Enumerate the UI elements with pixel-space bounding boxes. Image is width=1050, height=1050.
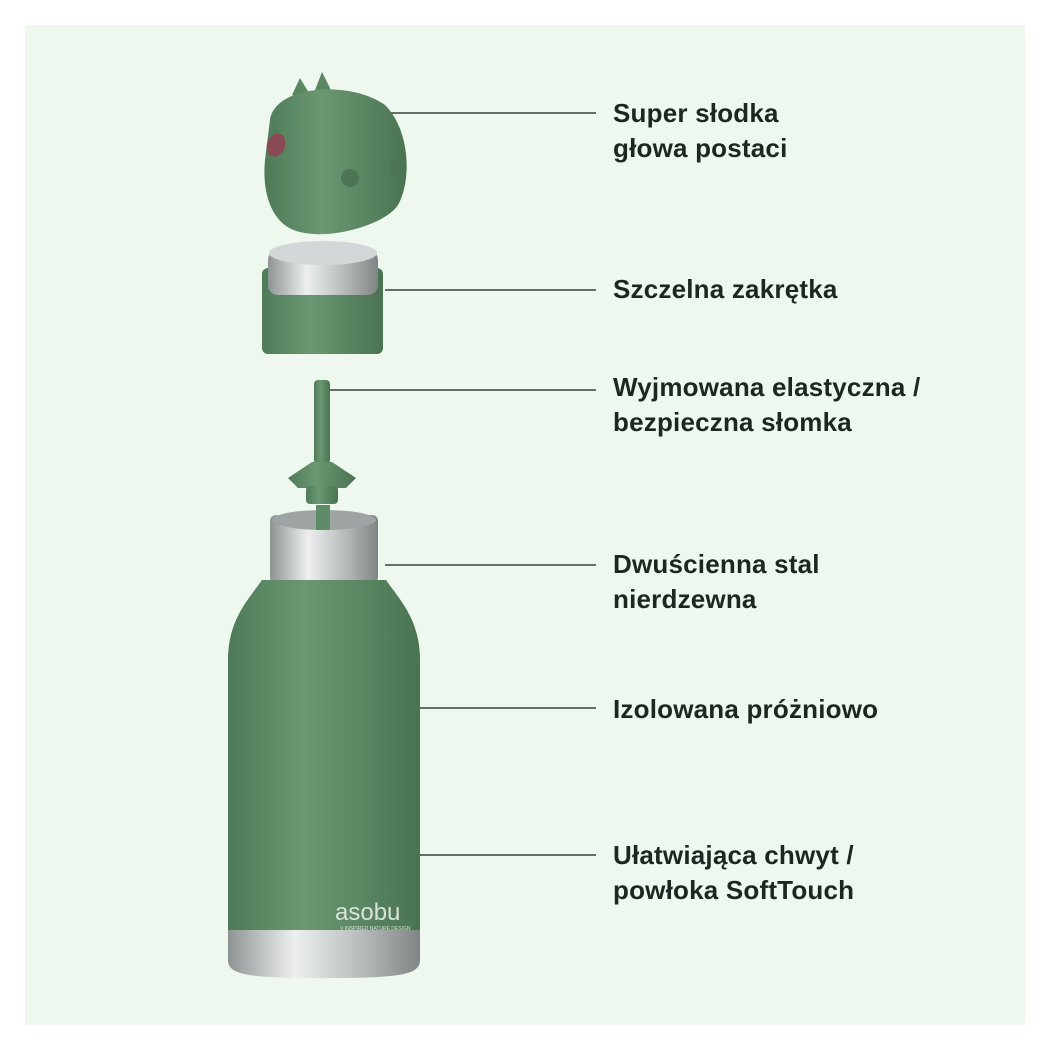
cap bbox=[262, 241, 383, 354]
feature-text: Szczelna zakrętka bbox=[613, 274, 838, 304]
bottle: asobu V INSPIRED NATURE DESIGN bbox=[228, 505, 420, 978]
feature-label-steel: Dwuścienna stal nierdzewna bbox=[613, 547, 820, 617]
feature-text: Wyjmowana elastyczna / bbox=[613, 372, 921, 402]
feature-label-cap: Szczelna zakrętka bbox=[613, 272, 838, 307]
background-panel bbox=[25, 25, 1025, 1025]
feature-text: głowa postaci bbox=[613, 133, 788, 163]
feature-label-head: Super słodka głowa postaci bbox=[613, 96, 788, 166]
brand-logo: asobu bbox=[335, 899, 400, 926]
feature-text: powłoka SoftTouch bbox=[613, 875, 855, 905]
feature-text: nierdzewna bbox=[613, 584, 757, 614]
dino-nostril bbox=[341, 169, 359, 187]
feature-text: Dwuścienna stal bbox=[613, 549, 820, 579]
brand-tagline: V INSPIRED NATURE DESIGN bbox=[340, 926, 411, 932]
feature-label-straw: Wyjmowana elastyczna / bezpieczna słomka bbox=[613, 370, 920, 440]
dino-eye bbox=[266, 133, 286, 157]
feature-text: Super słodka bbox=[613, 98, 779, 128]
feature-text: bezpieczna słomka bbox=[613, 407, 852, 437]
feature-label-insulated: Izolowana próżniowo bbox=[613, 692, 878, 727]
dino-head bbox=[264, 72, 407, 235]
feature-label-grip: Ułatwiająca chwyt / powłoka SoftTouch bbox=[613, 838, 854, 908]
feature-text: Ułatwiająca chwyt / bbox=[613, 840, 854, 870]
leader-lines bbox=[322, 112, 596, 856]
straw bbox=[288, 380, 356, 504]
feature-text: Izolowana próżniowo bbox=[613, 694, 879, 724]
